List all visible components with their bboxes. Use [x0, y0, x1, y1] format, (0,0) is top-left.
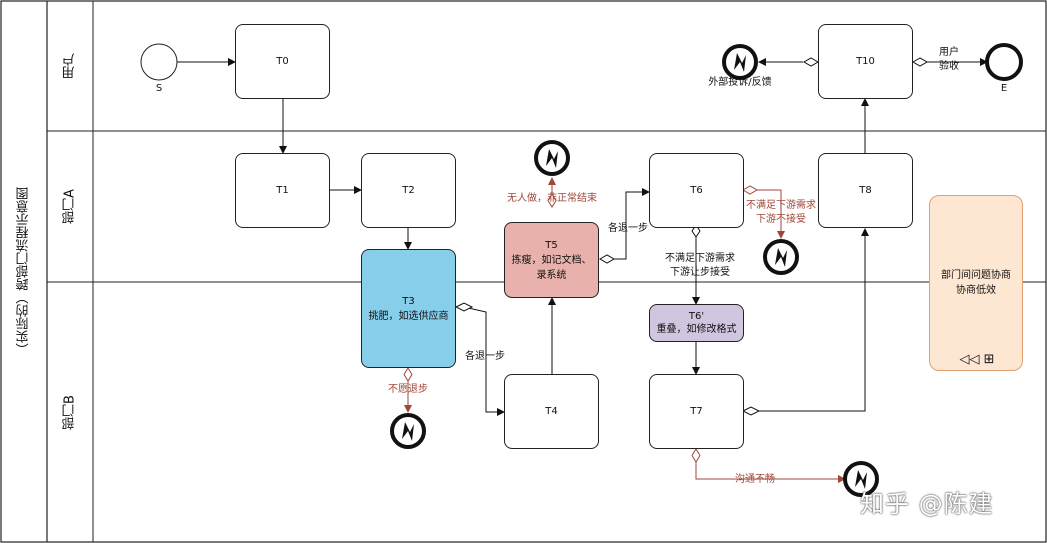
unwilling-label: 不愿退步: [388, 384, 428, 395]
watermark: 知乎 @陈建: [860, 490, 994, 518]
end-event-label: E: [1000, 83, 1008, 94]
task-t3-desc: 挑肥，如选供应商: [368, 310, 449, 322]
communication-label: 沟通不畅: [735, 474, 775, 485]
task-t6[interactable]: T6: [649, 153, 744, 228]
t6-right-diamond: [741, 185, 759, 195]
error-icon: [843, 461, 879, 497]
task-t6-prime-name: T6': [688, 310, 705, 322]
t7-right-diamond: [741, 406, 761, 416]
t10-right-diamond: [911, 57, 929, 67]
t5-top-diamond: [547, 193, 557, 208]
task-t3[interactable]: T3 挑肥，如选供应商: [361, 249, 456, 368]
annotation-controls[interactable]: ◁◁ ⊞: [959, 352, 995, 367]
t3-right-diamond: [454, 302, 474, 312]
error-icon: [763, 239, 799, 275]
downstream-reject-label: 不满足下游需求 下游不接受: [746, 200, 816, 225]
task-t5[interactable]: T5 拣瘦，如记文档、 录系统: [504, 222, 599, 298]
task-t2-name: T2: [402, 185, 415, 196]
t3-bottom-diamond: [403, 367, 413, 382]
start-event-label: S: [155, 83, 163, 94]
flow-t5-t6: [614, 188, 650, 260]
complaint-label: 外部投诉/反馈: [708, 77, 772, 88]
t7-bottom-diamond: [691, 448, 701, 463]
task-t0-name: T0: [276, 56, 289, 67]
flow-t3-t4: [463, 306, 505, 416]
error-icon: [390, 413, 426, 449]
task-t6-prime[interactable]: T6' 重叠，如修改格式: [649, 304, 744, 342]
task-t1[interactable]: T1: [235, 153, 330, 228]
annotation-text: 部门间问题协商 协商低效: [941, 270, 1011, 296]
task-t4[interactable]: T4: [504, 374, 599, 449]
task-t5-name: T5: [545, 239, 558, 251]
lane-label-user: 用户: [62, 53, 78, 79]
task-t3-name: T3: [402, 295, 415, 307]
task-t1-name: T1: [276, 185, 289, 196]
error-icon: [534, 140, 570, 176]
task-t0[interactable]: T0: [235, 24, 330, 99]
task-t7-name: T7: [690, 406, 703, 417]
task-t10[interactable]: T10: [818, 24, 913, 99]
task-t2[interactable]: T2: [361, 153, 456, 228]
flow-t7-error: [695, 462, 846, 483]
back-step-label-2: 各退一步: [608, 223, 648, 234]
end-event: [985, 43, 1023, 81]
t10-left-diamond: [802, 57, 820, 67]
start-event: [140, 43, 178, 81]
task-t6-prime-desc: 重叠，如修改格式: [656, 324, 737, 335]
accept-label: 用户 验收: [939, 47, 959, 72]
downstream-accept-label: 不满足下游需求 下游让步接受: [665, 253, 735, 278]
flow-t7-t8: [759, 228, 869, 412]
task-t6-name: T6: [690, 185, 703, 196]
flow-t6-error: [757, 189, 785, 239]
t5-right-diamond: [598, 254, 616, 264]
task-t5-desc: 拣瘦，如记文档、 录系统: [511, 254, 592, 281]
task-t7[interactable]: T7: [649, 374, 744, 449]
error-icon: [722, 44, 758, 80]
back-step-label-1: 各退一步: [465, 351, 505, 362]
lane-label-dept-a: 部门A: [62, 189, 78, 224]
pool-title: （实际的）跨部门流程示意图: [16, 187, 32, 356]
task-t10-name: T10: [856, 56, 875, 67]
task-t8[interactable]: T8: [818, 153, 913, 228]
task-t8-name: T8: [859, 185, 872, 196]
task-t4-name: T4: [545, 406, 558, 417]
t6-bottom-diamond: [691, 224, 701, 238]
annotation-subprocess[interactable]: 部门间问题协商 协商低效: [929, 195, 1023, 371]
lane-label-dept-b: 部门B: [62, 395, 78, 430]
nobody-label: 无人做，非正常结束: [507, 193, 597, 204]
